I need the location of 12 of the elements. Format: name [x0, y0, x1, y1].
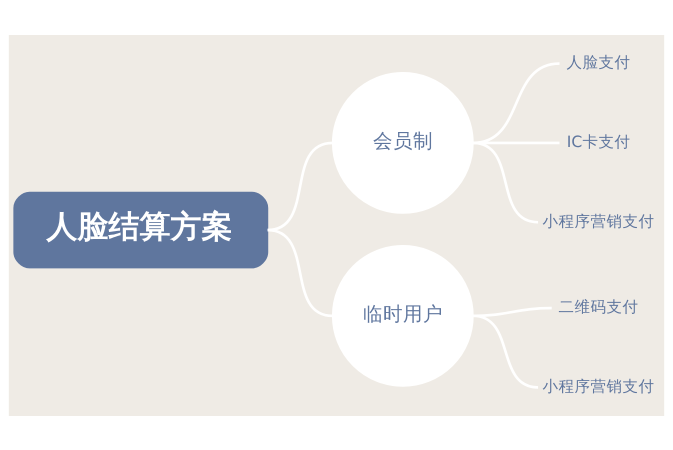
- connector: [267, 141, 333, 231]
- node-text: 小程序营销支付: [542, 212, 655, 230]
- node-circle: 会员制: [332, 72, 474, 214]
- node-text: 二维码支付: [558, 298, 639, 316]
- node-text: IC卡支付: [566, 132, 630, 150]
- connector: [267, 228, 333, 317]
- connector: [472, 141, 538, 224]
- node-circle: 临时用户: [332, 244, 474, 386]
- node-text: 小程序营销支付: [542, 376, 655, 395]
- node-box: 人脸结算方案: [13, 191, 268, 268]
- connector: [472, 314, 538, 388]
- node-text: 人脸支付: [566, 53, 631, 72]
